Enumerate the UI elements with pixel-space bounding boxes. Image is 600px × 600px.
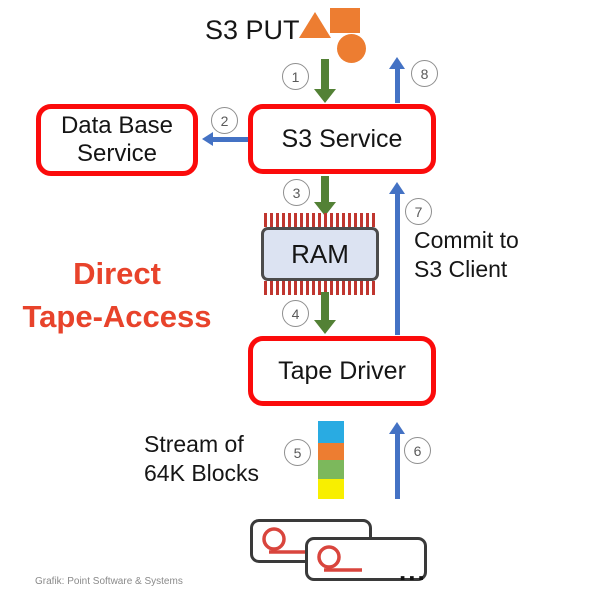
step-badge-3: 3 xyxy=(283,179,310,206)
arrow-up-step7 xyxy=(389,182,405,335)
stream-block-green xyxy=(318,460,344,479)
node-tape-driver: Tape Driver xyxy=(248,336,436,406)
step-badge-2: 2 xyxy=(211,107,238,134)
stream-block-orange xyxy=(318,443,344,460)
diagram-title-line2: Tape-Access xyxy=(22,299,212,335)
arrow-down-step4 xyxy=(314,292,336,334)
s3-put-label: S3 PUT xyxy=(205,15,300,45)
arrow-left-step2 xyxy=(202,132,248,146)
commit-annotation: Commit to S3 Client xyxy=(414,226,564,284)
tape-cartridge xyxy=(305,537,427,581)
ram-label: RAM xyxy=(291,238,349,269)
stream-annotation: Stream of 64K Blocks xyxy=(144,430,284,488)
image-credit: Grafik: Point Software & Systems xyxy=(35,576,183,587)
step-badge-4: 4 xyxy=(282,300,309,327)
diagram-title-line1: Direct xyxy=(73,256,161,291)
tape-driver-label: Tape Driver xyxy=(278,356,406,385)
step-badge-1: 1 xyxy=(282,63,309,90)
step-badge-8: 8 xyxy=(411,60,438,87)
object-circle-icon xyxy=(337,34,366,63)
tape-reel-icon xyxy=(317,545,362,572)
ram-pins-bottom-icon xyxy=(264,281,377,295)
object-square-icon xyxy=(330,8,360,33)
ram-pins-top-icon xyxy=(264,213,377,227)
stream-block-cyan xyxy=(318,421,344,443)
s3-service-label: S3 Service xyxy=(281,124,403,153)
object-triangle-icon xyxy=(299,12,331,38)
arrow-down-step1 xyxy=(314,59,336,103)
more-tapes-ellipsis: ... xyxy=(399,556,427,586)
commit-annotation-line2: S3 Client xyxy=(414,255,508,282)
stream-block-yellow xyxy=(318,479,344,499)
diagram-title: Direct Tape-Access xyxy=(8,252,226,339)
commit-annotation-line1: Commit to xyxy=(414,227,519,253)
step-badge-5: 5 xyxy=(284,439,311,466)
node-ram: RAM xyxy=(261,227,379,281)
arrow-up-step8 xyxy=(389,57,405,103)
step-badge-7: 7 xyxy=(405,198,432,225)
tape-reel-icon xyxy=(262,527,307,554)
arrow-up-step6 xyxy=(389,422,405,499)
node-s3-service: S3 Service xyxy=(248,104,436,174)
stream-annotation-line1: Stream of xyxy=(144,431,244,457)
database-service-label-line1: Data Base xyxy=(60,112,174,140)
stream-annotation-line2: 64K Blocks xyxy=(144,459,260,486)
arrow-down-step3 xyxy=(314,176,336,216)
node-database-service: Data Base Service xyxy=(36,104,198,176)
step-badge-6: 6 xyxy=(404,437,431,464)
database-service-label-line2: Service xyxy=(76,140,158,167)
